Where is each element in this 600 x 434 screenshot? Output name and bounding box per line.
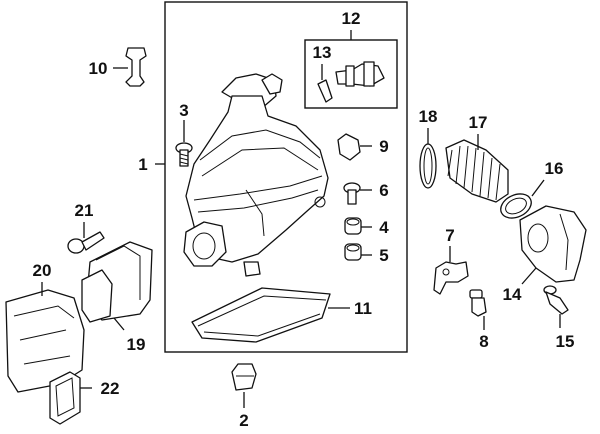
- callout-7: 7: [445, 226, 454, 245]
- callout-20: 20: [33, 261, 52, 280]
- callout-14: 14: [503, 285, 522, 304]
- callout-9: 9: [379, 137, 388, 156]
- callout-16: 16: [545, 159, 564, 178]
- callout-10: 10: [89, 59, 108, 78]
- callout-6: 6: [379, 181, 388, 200]
- air-flow-sensor: [335, 61, 385, 87]
- resonator-duct: [81, 241, 153, 323]
- callout-8: 8: [479, 332, 488, 351]
- callout-19: 19: [127, 335, 146, 354]
- leader-14: [521, 267, 537, 285]
- callout-12: 12: [342, 9, 361, 28]
- hose-clamp-16: [500, 193, 532, 219]
- callout-15: 15: [556, 332, 575, 351]
- callout-3: 3: [179, 101, 188, 120]
- mount-bracket: [231, 363, 257, 391]
- callout-5: 5: [379, 246, 388, 265]
- air-duct-20: [5, 289, 85, 393]
- leader-19: [113, 317, 125, 331]
- hose-clamp-18: [419, 143, 437, 189]
- callout-22: 22: [101, 379, 120, 398]
- callout-17: 17: [469, 113, 488, 132]
- throttle-duct: [519, 205, 587, 283]
- grommet-5: [344, 243, 362, 261]
- sensor-clip: [317, 79, 333, 103]
- bolt-6: [343, 182, 361, 205]
- drain-knob: [125, 47, 147, 87]
- callout-11: 11: [354, 299, 372, 318]
- callout-1: 1: [138, 155, 147, 174]
- clip-9: [337, 133, 361, 161]
- air-cleaner-housing: [183, 73, 329, 277]
- callout-21: 21: [75, 201, 94, 220]
- sensor-8: [469, 289, 487, 317]
- callout-2: 2: [239, 411, 248, 430]
- callout-18: 18: [419, 107, 438, 126]
- grommet-4: [344, 217, 362, 235]
- assembly-frame: [164, 1, 408, 353]
- bolt-3: [175, 142, 193, 167]
- leader-16: [531, 179, 545, 197]
- air-filter-element: [191, 287, 331, 343]
- intake-hose: [445, 139, 509, 203]
- callout-4: 4: [379, 218, 389, 237]
- bolt-15: [543, 285, 569, 315]
- bracket-7: [433, 261, 469, 295]
- callout-13: 13: [313, 43, 332, 62]
- gasket-22: [49, 371, 81, 425]
- bolt-21: [67, 231, 105, 254]
